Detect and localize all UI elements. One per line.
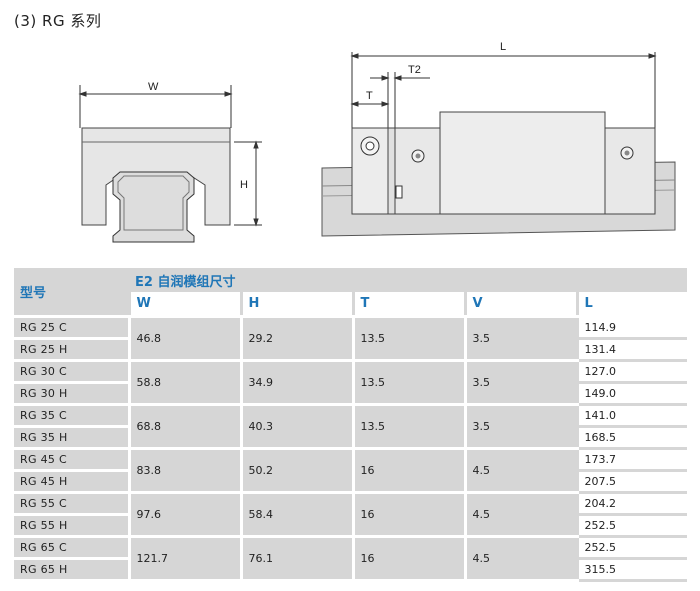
model-cell: RG 25 C bbox=[14, 316, 129, 340]
l-cell: 207.5 bbox=[575, 470, 688, 494]
side-view bbox=[321, 52, 676, 237]
h-cell: 29.2 bbox=[239, 316, 353, 362]
table-row: RG 65 H 315.5 bbox=[14, 558, 688, 582]
col-header-h: H bbox=[239, 292, 353, 318]
t-cell: 16 bbox=[351, 492, 465, 538]
table-row: RG 45 H 207.5 bbox=[14, 470, 688, 494]
table-row: RG 65 C 121.7 76.1 16 4.5 252.5 bbox=[14, 536, 688, 582]
model-cell: RG 45 C bbox=[14, 448, 129, 472]
table-row: RG 30 C 58.8 34.9 13.5 3.5 127.0 bbox=[14, 360, 688, 406]
v-cell: 3.5 bbox=[463, 360, 577, 406]
model-cell: RG 55 C bbox=[14, 492, 129, 516]
l-cell: 252.5 bbox=[575, 514, 688, 538]
h-cell: 76.1 bbox=[239, 536, 353, 582]
group-header: E2 自润模组尺寸 bbox=[129, 268, 688, 292]
l-cell: 204.2 bbox=[575, 492, 688, 516]
l-cell: 168.5 bbox=[575, 426, 688, 450]
v-cell: 4.5 bbox=[463, 536, 577, 582]
col-header-l: L bbox=[575, 292, 688, 318]
h-cell: 58.4 bbox=[239, 492, 353, 538]
model-header: 型号 bbox=[14, 268, 129, 318]
l-cell: 173.7 bbox=[575, 448, 688, 472]
w-dim-label: W bbox=[148, 81, 159, 93]
model-cell: RG 25 H bbox=[14, 338, 129, 362]
l-cell: 149.0 bbox=[575, 382, 688, 406]
spec-table: 型号 E2 自润模组尺寸 W H T V L RG 25 C 46.8 29.2… bbox=[14, 268, 688, 582]
col-header-w: W bbox=[127, 292, 241, 318]
col-header-v: V bbox=[463, 292, 577, 318]
model-cell: RG 30 C bbox=[14, 360, 129, 384]
h-dim-label: H bbox=[240, 179, 248, 191]
w-cell: 46.8 bbox=[127, 316, 241, 362]
model-cell: RG 45 H bbox=[14, 470, 129, 494]
model-cell: RG 55 H bbox=[14, 514, 129, 538]
v-cell: 4.5 bbox=[463, 492, 577, 538]
table-row: RG 35 H 168.5 bbox=[14, 426, 688, 450]
w-cell: 83.8 bbox=[127, 448, 241, 494]
l-cell: 127.0 bbox=[575, 360, 688, 384]
h-cell: 34.9 bbox=[239, 360, 353, 406]
w-cell: 97.6 bbox=[127, 492, 241, 538]
table-row: RG 30 H 149.0 bbox=[14, 382, 688, 406]
h-cell: 40.3 bbox=[239, 404, 353, 450]
w-cell: 68.8 bbox=[127, 404, 241, 450]
w-cell: 58.8 bbox=[127, 360, 241, 406]
table-row: RG 55 C 97.6 58.4 16 4.5 204.2 bbox=[14, 492, 688, 538]
v-cell: 3.5 bbox=[463, 404, 577, 450]
w-cell: 121.7 bbox=[127, 536, 241, 582]
model-cell: RG 65 C bbox=[14, 536, 129, 560]
table-row: RG 25 C 46.8 29.2 13.5 3.5 114.9 bbox=[14, 316, 688, 362]
l-dim-label: L bbox=[500, 41, 506, 53]
technical-drawing: W H bbox=[78, 41, 676, 243]
l-cell: 114.9 bbox=[575, 316, 688, 340]
table-row: RG 35 C 68.8 40.3 13.5 3.5 141.0 bbox=[14, 404, 688, 450]
l-cell: 141.0 bbox=[575, 404, 688, 428]
t-cell: 16 bbox=[351, 448, 465, 494]
l-cell: 131.4 bbox=[575, 338, 688, 362]
table-row: RG 25 H 131.4 bbox=[14, 338, 688, 362]
model-cell: RG 65 H bbox=[14, 558, 129, 582]
v-cell: 4.5 bbox=[463, 448, 577, 494]
t-dim-label: T bbox=[366, 90, 373, 102]
model-cell: RG 30 H bbox=[14, 382, 129, 406]
t-cell: 16 bbox=[351, 536, 465, 582]
model-cell: RG 35 H bbox=[14, 426, 129, 450]
v-cell: 3.5 bbox=[463, 316, 577, 362]
table-row: RG 55 H 252.5 bbox=[14, 514, 688, 538]
t-cell: 13.5 bbox=[351, 316, 465, 362]
col-header-t: T bbox=[351, 292, 465, 318]
l-cell: 252.5 bbox=[575, 536, 688, 560]
l-cell: 315.5 bbox=[575, 558, 688, 582]
t-cell: 13.5 bbox=[351, 360, 465, 406]
h-cell: 50.2 bbox=[239, 448, 353, 494]
t2-dim-label: T2 bbox=[408, 64, 421, 76]
front-view bbox=[78, 85, 262, 243]
page-title: (3) RG 系列 bbox=[14, 12, 102, 30]
table-row: RG 45 C 83.8 50.2 16 4.5 173.7 bbox=[14, 448, 688, 494]
model-cell: RG 35 C bbox=[14, 404, 129, 428]
t-cell: 13.5 bbox=[351, 404, 465, 450]
